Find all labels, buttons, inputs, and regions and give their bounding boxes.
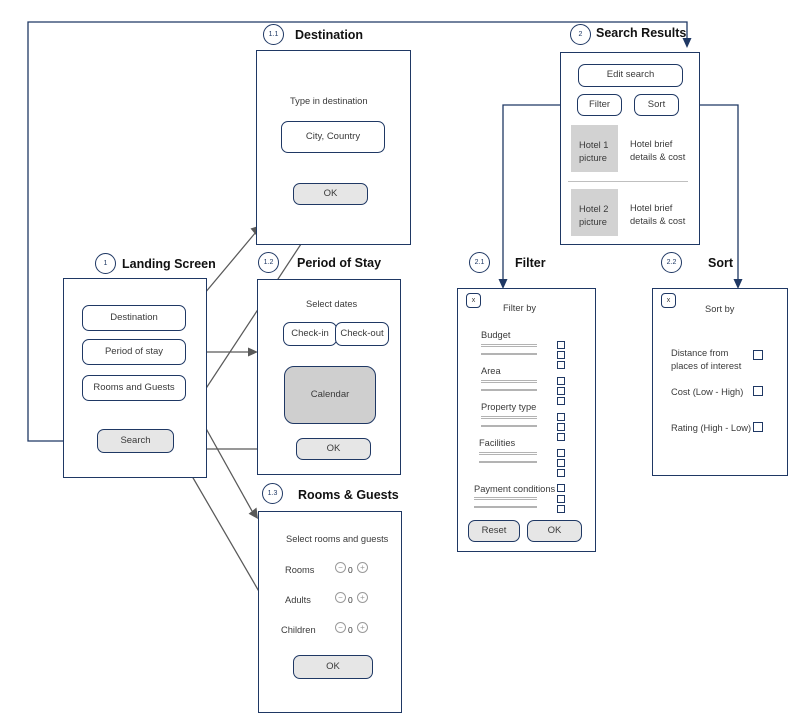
filter-checkbox[interactable] [557, 433, 565, 441]
filter-section-lines [481, 416, 537, 419]
filter-section-lines [481, 344, 537, 347]
filter-ok-button[interactable]: OK [527, 520, 582, 542]
filter-section-lines [479, 452, 537, 455]
period-calendar-placeholder[interactable]: Calendar [284, 366, 376, 424]
sort-checkbox[interactable] [753, 422, 763, 432]
title-destination: Destination [295, 28, 364, 42]
landing-search-button[interactable]: Search [97, 429, 174, 453]
stepper-value-children: 0 [348, 625, 353, 635]
filter-section-lines [474, 497, 537, 500]
stepper-minus-rooms[interactable]: − [335, 562, 346, 573]
filter-heading: Filter by [503, 303, 537, 313]
filter-section-label: Budget [481, 330, 511, 340]
period-checkout-button[interactable]: Check-out [335, 322, 389, 346]
destination-prompt: Type in destination [290, 96, 368, 106]
results-divider [568, 181, 688, 182]
title-rooms: Rooms & Guests [298, 488, 399, 502]
filter-checkbox[interactable] [557, 387, 565, 395]
filter-checkbox[interactable] [557, 459, 565, 467]
badge-results: 2 [570, 24, 591, 45]
stepper-plus-rooms[interactable]: + [357, 562, 368, 573]
filter-section-lines [481, 380, 537, 383]
destination-input[interactable]: City, Country [281, 121, 385, 153]
filter-reset-button[interactable]: Reset [468, 520, 520, 542]
filter-checkbox[interactable] [557, 361, 565, 369]
sort-option-label: Distance from places of interest [671, 348, 742, 371]
filter-checkbox[interactable] [557, 351, 565, 359]
results-edit-search-button[interactable]: Edit search [578, 64, 683, 87]
filter-checkbox[interactable] [557, 413, 565, 421]
sort-checkbox[interactable] [753, 386, 763, 396]
stepper-minus-adults[interactable]: − [335, 592, 346, 603]
filter-checkbox[interactable] [557, 495, 565, 503]
badge-landing: 1 [95, 253, 116, 274]
result-item-picture: Hotel 2 picture [571, 189, 618, 236]
sort-option-label: Cost (Low - High) [671, 387, 744, 397]
badge-filter: 2.1 [469, 252, 490, 273]
sort-checkbox[interactable] [753, 350, 763, 360]
title-landing: Landing Screen [122, 257, 216, 271]
title-results: Search Results [596, 26, 687, 40]
period-prompt: Select dates [306, 299, 358, 309]
period-ok-button[interactable]: OK [296, 438, 371, 460]
stepper-plus-adults[interactable]: + [357, 592, 368, 603]
results-sort-button[interactable]: Sort [634, 94, 679, 116]
badge-rooms: 1.3 [262, 483, 283, 504]
stepper-label-children: Children [281, 625, 316, 635]
filter-checkbox[interactable] [557, 505, 565, 513]
screen-sort [652, 288, 788, 476]
rooms-ok-button[interactable]: OK [293, 655, 373, 679]
filter-checkbox[interactable] [557, 341, 565, 349]
sort-option-label: Rating (High - Low) [671, 423, 752, 433]
filter-section-line [481, 389, 537, 391]
filter-checkbox[interactable] [557, 423, 565, 431]
filter-checkbox[interactable] [557, 377, 565, 385]
filter-section-line [479, 461, 537, 463]
results-filter-button[interactable]: Filter [577, 94, 622, 116]
filter-checkbox[interactable] [557, 469, 565, 477]
result-item-picture: Hotel 1 picture [571, 125, 618, 172]
stepper-value-adults: 0 [348, 595, 353, 605]
filter-section-label: Payment conditions [474, 484, 556, 494]
badge-period: 1.2 [258, 252, 279, 273]
sort-heading: Sort by [705, 304, 735, 314]
filter-section-line [474, 506, 537, 508]
stepper-minus-children[interactable]: − [335, 622, 346, 633]
stepper-value-rooms: 0 [348, 565, 353, 575]
period-checkin-button[interactable]: Check-in [283, 322, 337, 346]
stepper-plus-children[interactable]: + [357, 622, 368, 633]
filter-section-label: Area [481, 366, 501, 376]
title-filter: Filter [515, 256, 546, 270]
landing-destination-button[interactable]: Destination [82, 305, 186, 331]
screen-filter [457, 288, 596, 552]
filter-section-label: Facilities [479, 438, 516, 448]
filter-checkbox[interactable] [557, 484, 565, 492]
badge-destination: 1.1 [263, 24, 284, 45]
destination-ok-button[interactable]: OK [293, 183, 368, 205]
stepper-label-adults: Adults [285, 595, 311, 605]
filter-checkbox[interactable] [557, 449, 565, 457]
badge-sort: 2.2 [661, 252, 682, 273]
filter-section-line [481, 425, 537, 427]
sort-close-icon[interactable]: x [661, 293, 676, 308]
result-item-details: Hotel brief details & cost [630, 139, 686, 162]
filter-section-label: Property type [481, 402, 537, 412]
filter-checkbox[interactable] [557, 397, 565, 405]
screen-rooms-and-guests [258, 511, 402, 713]
title-sort: Sort [708, 256, 733, 270]
title-period: Period of Stay [297, 256, 382, 270]
rooms-prompt: Select rooms and guests [286, 534, 389, 544]
stepper-label-rooms: Rooms [285, 565, 315, 575]
filter-close-icon[interactable]: x [466, 293, 481, 308]
landing-rooms-and-guests-button[interactable]: Rooms and Guests [82, 375, 186, 401]
filter-section-line [481, 353, 537, 355]
result-item-details: Hotel brief details & cost [630, 203, 686, 226]
landing-period-of-stay-button[interactable]: Period of stay [82, 339, 186, 365]
